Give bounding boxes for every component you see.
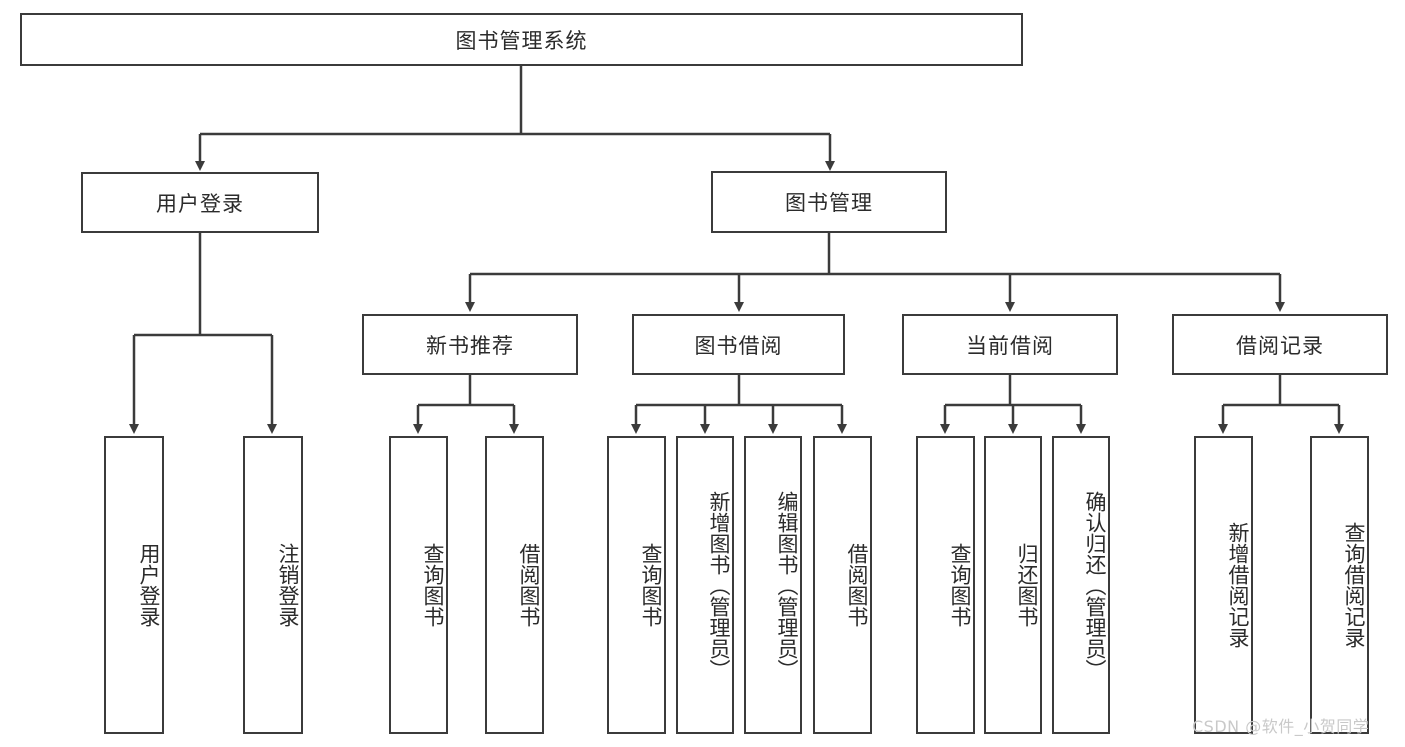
node-add-borrow-record[interactable]: 新增借阅记录 (1194, 436, 1253, 734)
node-return-book[interactable]: 归还图书 (984, 436, 1042, 734)
node-query-book-recommend[interactable]: 查询图书 (389, 436, 448, 734)
node-root-system[interactable]: 图书管理系统 (20, 13, 1023, 66)
node-borrow-book-recommend[interactable]: 借阅图书 (485, 436, 544, 734)
node-user-login[interactable]: 用户登录 (81, 172, 319, 233)
node-book-borrow[interactable]: 图书借阅 (632, 314, 845, 375)
node-user-login-action[interactable]: 用户登录 (104, 436, 164, 734)
node-confirm-return-admin[interactable]: 确认归还（管理员） (1052, 436, 1110, 734)
node-edit-book-admin[interactable]: 编辑图书（管理员） (744, 436, 802, 734)
node-borrow-record[interactable]: 借阅记录 (1172, 314, 1388, 375)
node-borrow-book-action[interactable]: 借阅图书 (813, 436, 872, 734)
node-query-book-borrow[interactable]: 查询图书 (607, 436, 666, 734)
node-query-book-current[interactable]: 查询图书 (916, 436, 975, 734)
node-add-book-admin[interactable]: 新增图书（管理员） (676, 436, 734, 734)
node-book-management[interactable]: 图书管理 (711, 171, 947, 233)
node-new-book-recommend[interactable]: 新书推荐 (362, 314, 578, 375)
node-logout-action[interactable]: 注销登录 (243, 436, 303, 734)
node-current-borrow[interactable]: 当前借阅 (902, 314, 1118, 375)
node-query-borrow-record[interactable]: 查询借阅记录 (1310, 436, 1369, 734)
csdn-watermark: CSDN @软件_小贺同学 (1192, 717, 1370, 736)
